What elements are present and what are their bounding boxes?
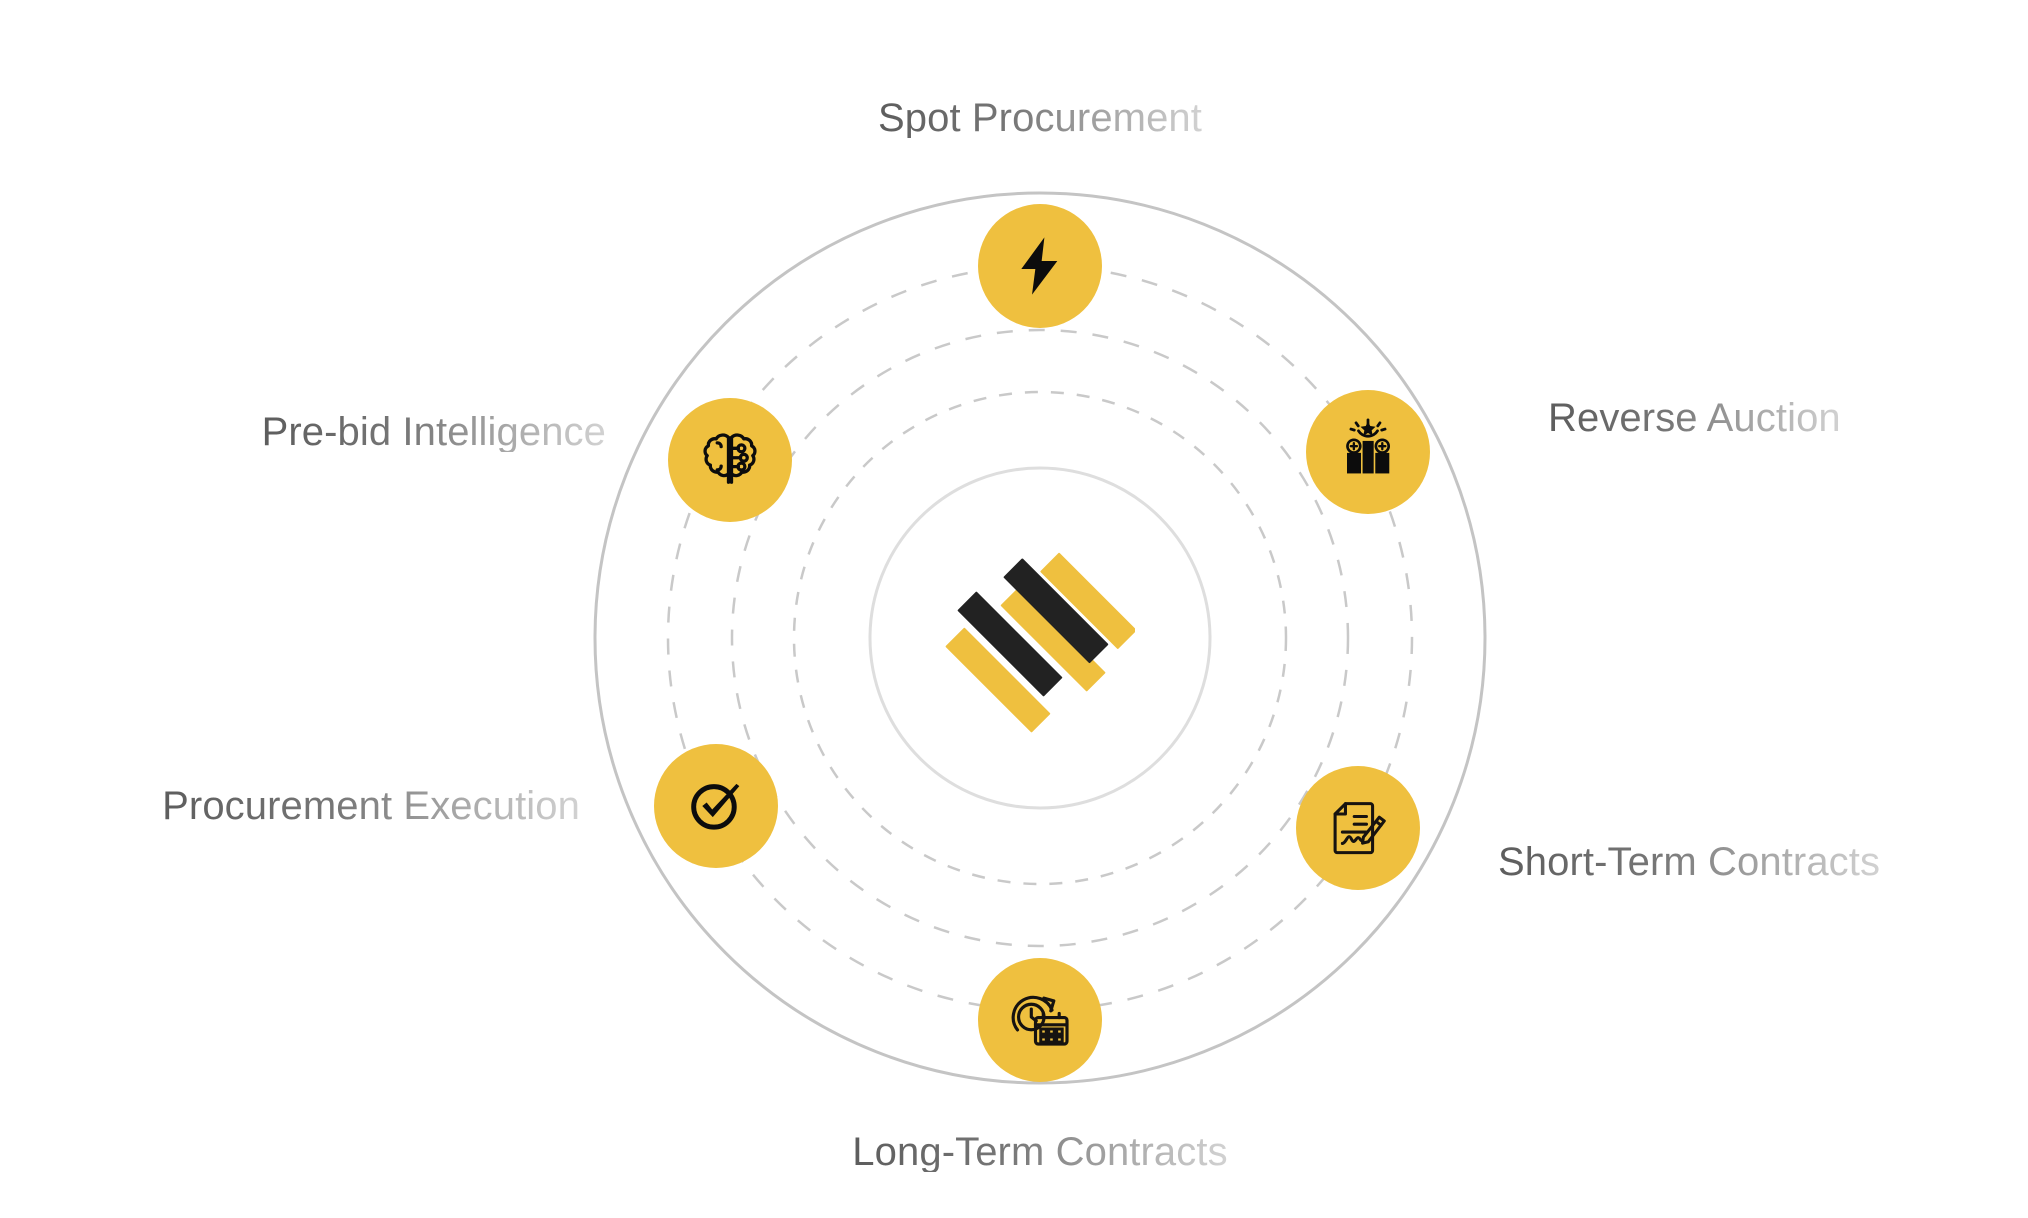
dashed-ring-inner (792, 390, 1288, 886)
label-pre-bid-intelligence: Pre-bid Intelligence (261, 410, 606, 454)
check-circle-icon (691, 783, 740, 830)
brand-logo-bars (945, 552, 1137, 733)
label-reverse-auction: Reverse Auction (1548, 396, 1841, 440)
logo-bar-5 (1040, 552, 1137, 649)
label-spot-procurement: Spot Procurement (878, 96, 1202, 140)
logo-bar-2 (957, 591, 1063, 697)
brain-circuit-icon (703, 433, 757, 484)
contract-pen-icon (1333, 802, 1386, 855)
brand-logo (945, 543, 1137, 733)
logo-bar-3 (1000, 586, 1106, 692)
inner-circle (868, 466, 1212, 810)
node-pre-bid-intelligence[interactable] (668, 398, 792, 522)
node-procurement-execution[interactable] (654, 744, 778, 868)
lightning-bolt-icon (1021, 237, 1058, 295)
label-short-term-contracts: Short-Term Contracts (1498, 840, 1881, 884)
node-long-term-contracts[interactable] (978, 958, 1102, 1082)
dashed-ring-mid (730, 328, 1350, 948)
label-procurement-execution: Procurement Execution (162, 784, 580, 828)
node-short-term-contracts[interactable] (1296, 766, 1420, 890)
outer-ring (593, 191, 1487, 1085)
podium-star-icon (1346, 418, 1391, 474)
logo-bar-1 (945, 627, 1051, 733)
label-long-term-contracts: Long-Term Contracts (852, 1130, 1228, 1174)
node-spot-procurement[interactable] (978, 204, 1102, 328)
clock-calendar-icon (1011, 995, 1069, 1046)
node-reverse-auction[interactable] (1306, 390, 1430, 514)
logo-bar-4 (1003, 558, 1109, 664)
